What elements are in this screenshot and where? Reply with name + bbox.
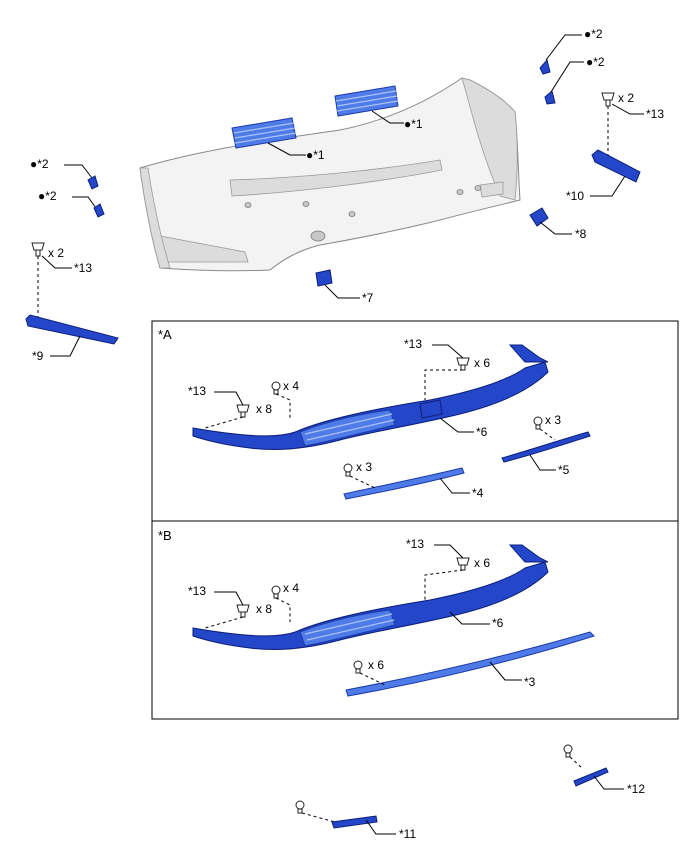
- part-7-cap: [315, 269, 333, 287]
- part-1-strip-left: [231, 117, 297, 149]
- label-part-13-e: *13: [406, 537, 424, 551]
- qty-13-panel-b-left: x 8: [256, 602, 272, 616]
- clip-part-5: [533, 416, 543, 430]
- qty-part-5: x 3: [545, 413, 561, 427]
- clip-part-3: [353, 660, 363, 674]
- label-part-13-b: *13: [74, 261, 92, 275]
- label-part-9: *9: [32, 349, 44, 363]
- clip-13-panel-a-left: [236, 404, 250, 418]
- label-part-4: *4: [472, 486, 484, 500]
- rear-bumper-cover: [139, 77, 521, 272]
- qty-13-left: x 2: [48, 246, 64, 260]
- label-part-5: *5: [558, 463, 570, 477]
- label-part-3: *3: [524, 675, 536, 689]
- label-part-1-b: ●*1: [404, 117, 423, 131]
- part-9-bracket: [25, 314, 119, 345]
- part-3-strip: [345, 631, 595, 697]
- label-part-2-a: ●*2: [584, 27, 603, 41]
- panel-b-label: *B: [158, 528, 172, 543]
- part-10-bracket: [591, 149, 641, 183]
- qty-13-panel-a-right: x 6: [474, 356, 490, 370]
- label-part-1-a: ●*1: [306, 148, 325, 162]
- part-11-bracket: [331, 815, 378, 829]
- part-4-strip: [343, 467, 465, 500]
- clip-13-panel-b-right: [456, 557, 470, 571]
- qty-13-panel-a-left: x 8: [256, 402, 272, 416]
- part-6-diffuser-b: [192, 544, 549, 651]
- label-part-7: *7: [362, 291, 374, 305]
- qty-clip-panel-a: x 4: [283, 379, 299, 393]
- clip-part-12: [563, 744, 573, 758]
- part-5-strip: [501, 431, 591, 463]
- label-part-2-d: ●*2: [38, 189, 57, 203]
- label-part-2-c: ●*2: [30, 157, 49, 171]
- label-part-8: *8: [575, 227, 587, 241]
- part-2-piece-top-b: [544, 90, 556, 105]
- panel-b: [151, 520, 679, 720]
- part-12-bracket: [573, 767, 609, 787]
- part-2-piece-left-a: [87, 175, 99, 190]
- clip-panel-a-small: [271, 381, 281, 395]
- qty-13-panel-b-right: x 6: [474, 556, 490, 570]
- part-2-piece-left-b: [93, 203, 105, 218]
- label-part-10: *10: [566, 189, 584, 203]
- qty-part-4: x 3: [356, 460, 372, 474]
- label-part-6-b: *6: [492, 616, 504, 630]
- part-1-strip-right: [334, 85, 399, 117]
- label-part-13-c: *13: [404, 337, 422, 351]
- qty-clip-panel-b: x 4: [283, 581, 299, 595]
- clip-part-11: [295, 800, 305, 814]
- label-part-12: *12: [627, 782, 645, 796]
- part-8-cap: [529, 207, 549, 227]
- label-part-13-d: *13: [188, 384, 206, 398]
- label-part-13-a: *13: [646, 107, 664, 121]
- qty-part-3: x 6: [368, 658, 384, 672]
- label-part-6-a: *6: [476, 425, 488, 439]
- label-part-13-f: *13: [188, 584, 206, 598]
- clip-13-panel-a-right: [456, 357, 470, 371]
- clip-13-left: [31, 242, 45, 257]
- part-6-diffuser-a: [192, 344, 549, 451]
- label-part-11: *11: [399, 827, 416, 841]
- clip-part-4: [343, 463, 353, 477]
- panel-a-label: *A: [158, 327, 172, 342]
- clip-panel-b-small: [271, 585, 281, 599]
- qty-13-top-right: x 2: [618, 91, 634, 105]
- label-part-2-b: ●*2: [586, 55, 605, 69]
- part-2-piece-top-a: [539, 58, 551, 75]
- clip-13-panel-b-left: [236, 604, 250, 618]
